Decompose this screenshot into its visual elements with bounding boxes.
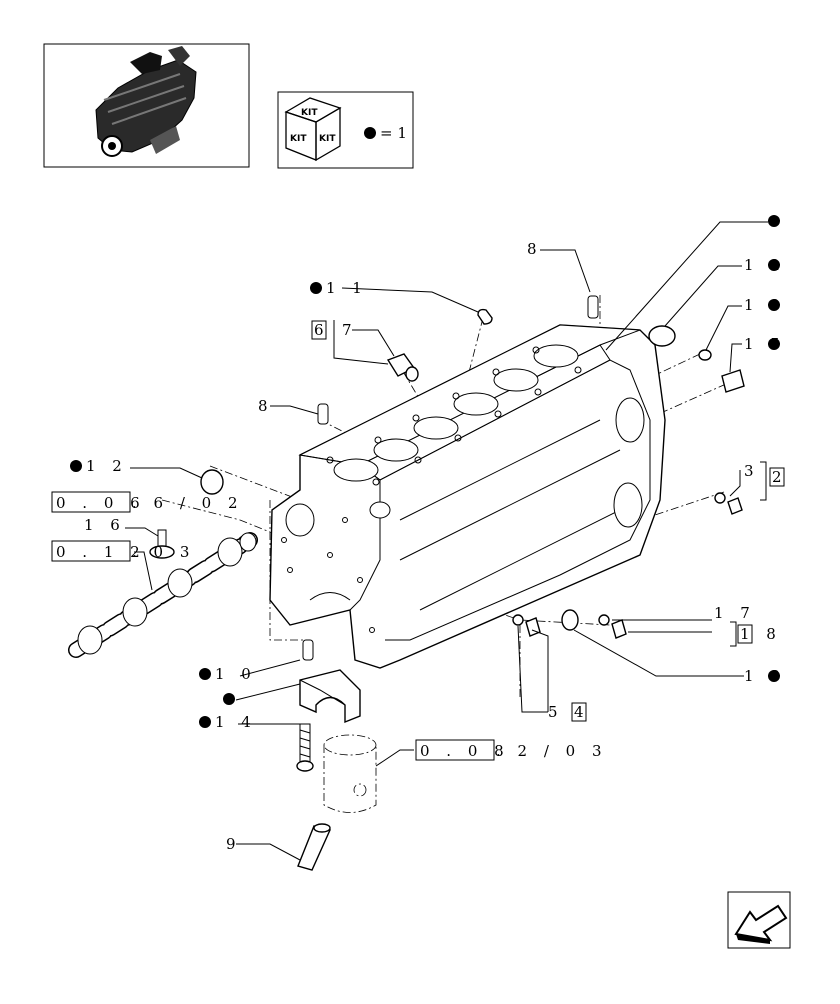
ref-0-08-tail: . 2 / 0 3 — [496, 742, 608, 760]
ref-0-06-tail: . 6 / 0 2 — [132, 494, 244, 512]
callout-4: 4 — [574, 703, 590, 721]
ref-0-08: 0 . 0 8 — [420, 742, 510, 760]
kit-bullet-19 — [768, 299, 780, 311]
callout-18: 1 8 — [740, 625, 782, 643]
core-plug-upper — [648, 325, 676, 347]
kit-bullet-13 — [768, 670, 780, 682]
screw-16 — [149, 529, 175, 559]
callout-11: 1 1 — [326, 279, 368, 297]
arrow-back-icon — [734, 904, 788, 942]
callout-8-upper: 8 — [527, 240, 543, 258]
bush-15 — [721, 369, 745, 393]
ref-box-0-08[interactable] — [415, 739, 495, 761]
dowel-pin-10 — [302, 639, 314, 661]
plug-11 — [477, 308, 493, 325]
kit-bullet-15 — [768, 338, 780, 350]
seal-ring-3 — [714, 492, 726, 504]
callouts: 8 1 2 1 9 1 5 1 1 6 7 8 1 2 3 2 0 . 0 6 … — [51, 215, 788, 853]
plug-3 — [727, 497, 743, 515]
engine-thumbnail — [43, 43, 250, 168]
ref-box-2 — [769, 467, 785, 487]
dowel-pin-lower — [317, 403, 329, 425]
ref-box-18-marker — [737, 624, 753, 644]
callout-7: 7 — [342, 321, 358, 339]
kit-right-text: KIT — [319, 134, 336, 144]
dowel-pin-upper — [587, 295, 599, 319]
fitting-7 — [386, 353, 419, 382]
piston-pin-9 — [297, 823, 331, 871]
ref-0-12: 0 . 1 2 — [56, 543, 146, 561]
nav-previous-button[interactable] — [727, 891, 791, 949]
kit-top-text: KIT — [301, 108, 318, 118]
engine-block — [269, 324, 666, 669]
callout-10: 1 0 — [215, 665, 257, 683]
kit-bullet-11 — [310, 282, 322, 294]
seal-ring-17 — [598, 614, 610, 626]
callout-6: 6 — [314, 321, 330, 339]
bolt-14 — [296, 723, 314, 772]
plug-18 — [611, 619, 627, 639]
kit-bullet-top — [768, 215, 780, 227]
ref-box-6 — [311, 320, 327, 340]
kit-cube-icon: KIT KIT KIT — [284, 97, 342, 162]
ref-box-0-06[interactable] — [51, 491, 131, 513]
kit-bullet-10 — [199, 668, 211, 680]
piston — [323, 734, 377, 813]
ref-0-06: 0 . 0 6 — [56, 494, 146, 512]
camshaft — [68, 532, 258, 658]
kit-bullet-icon — [364, 127, 376, 139]
kit-left-text: KIT — [290, 134, 307, 144]
kit-equals-text: = 1 — [380, 124, 407, 142]
engine-thumbnail-icon — [95, 46, 197, 157]
callout-9: 9 — [226, 835, 242, 853]
callout-14: 1 4 — [215, 713, 257, 731]
callout-17: 1 7 — [714, 604, 756, 622]
seal-ring-5 — [512, 614, 524, 626]
core-plug-left — [200, 469, 224, 495]
core-plug-13 — [561, 609, 579, 631]
callout-12-left: 1 2 — [86, 457, 128, 475]
kit-bullet-12-left — [70, 460, 82, 472]
main-bearing-cap — [299, 669, 361, 724]
callout-16: 1 6 — [84, 516, 126, 534]
callout-2: 2 — [772, 468, 788, 486]
seal-ring-19 — [698, 349, 712, 361]
kit-bullet-cap — [223, 693, 235, 705]
callout-8-lower: 8 — [258, 397, 274, 415]
kit-legend: KIT KIT KIT = 1 — [277, 91, 414, 169]
kit-bullet-12-upper — [768, 259, 780, 271]
kit-bullet-14 — [199, 716, 211, 728]
cylinder-bores — [333, 344, 579, 482]
callout-3: 3 — [744, 462, 760, 480]
ref-box-0-12[interactable] — [51, 540, 131, 562]
ref-0-12-tail: . 0 3 — [132, 543, 195, 561]
callout-5: 5 — [548, 703, 564, 721]
leader-lines — [125, 221, 768, 861]
ref-box-4 — [571, 702, 587, 722]
